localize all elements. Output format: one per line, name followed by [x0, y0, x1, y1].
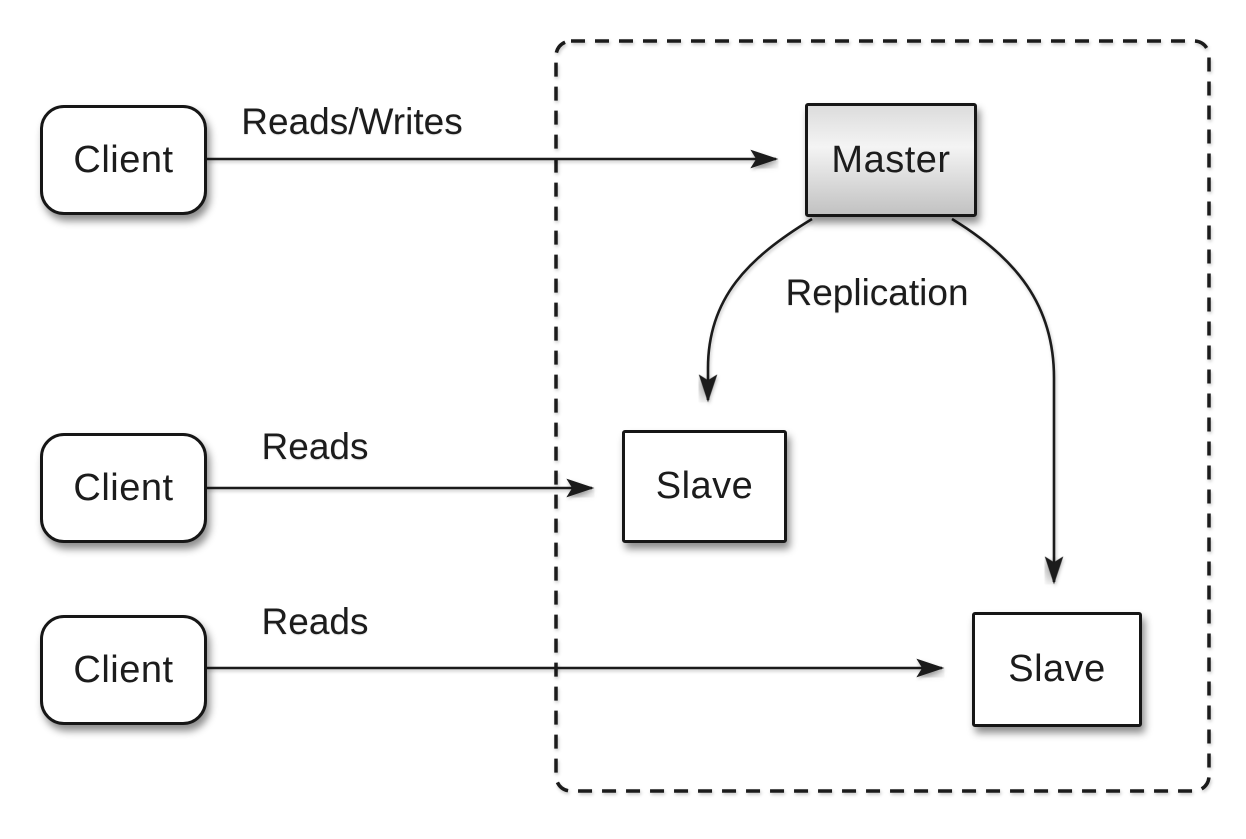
edge-label-reads-writes: Reads/Writes	[241, 101, 463, 142]
node-client-top: Client	[40, 105, 207, 215]
node-master: Master	[805, 103, 977, 217]
edge-label-reads-mid: Reads	[261, 426, 369, 467]
edge-label-replication: Replication	[785, 272, 969, 313]
node-master-label: Master	[831, 138, 951, 181]
node-client-bottom: Client	[40, 615, 207, 725]
node-slave-bottom-label: Slave	[1008, 648, 1106, 690]
node-slave-mid: Slave	[622, 430, 787, 543]
node-client-top-label: Client	[73, 138, 174, 181]
node-slave-bottom: Slave	[972, 612, 1142, 727]
node-client-mid-label: Client	[73, 466, 174, 509]
node-client-bottom-label: Client	[73, 648, 174, 691]
edge-label-reads-bottom: Reads	[261, 601, 369, 642]
node-client-mid: Client	[40, 433, 207, 543]
node-slave-mid-label: Slave	[655, 465, 754, 507]
